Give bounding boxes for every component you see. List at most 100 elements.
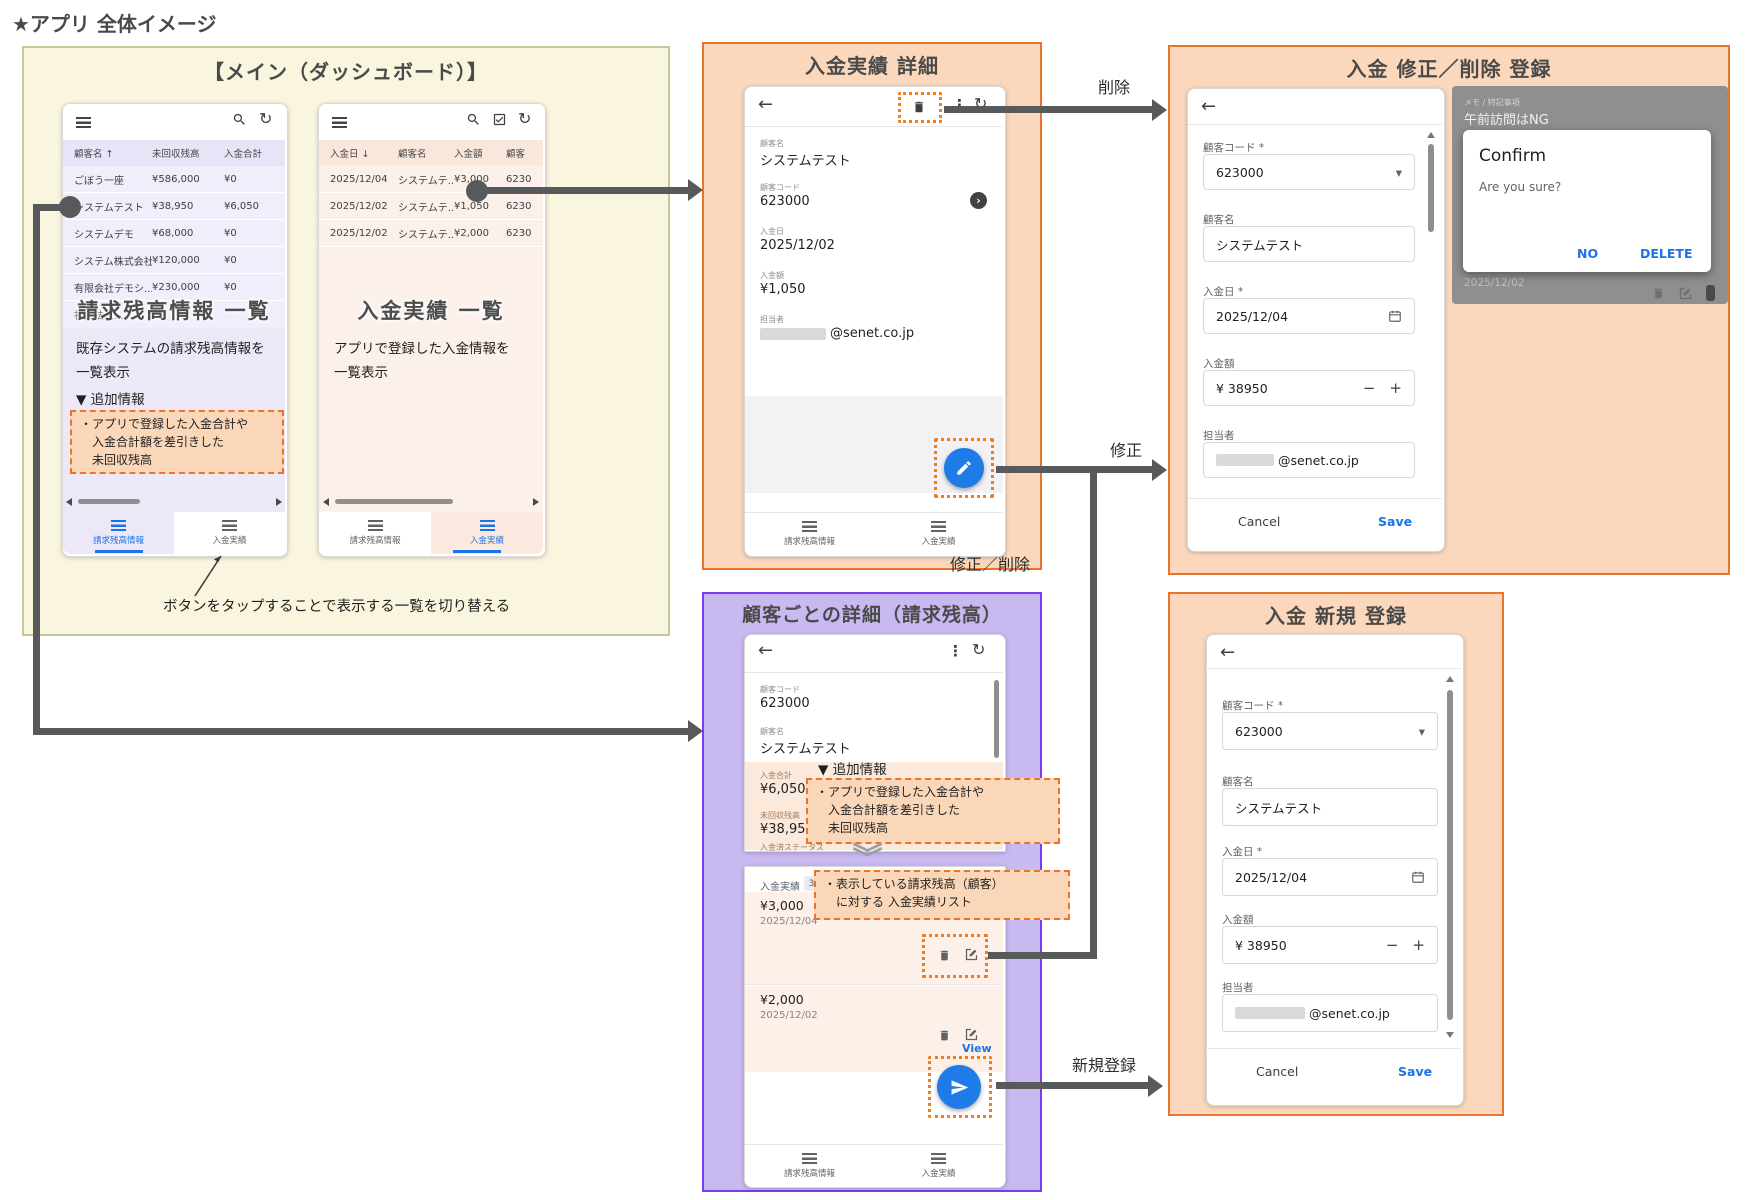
refresh-icon[interactable]: ↻ xyxy=(259,109,273,128)
calendar-icon[interactable] xyxy=(1411,870,1425,884)
minus-icon[interactable]: − xyxy=(1362,379,1376,397)
tab-payments[interactable]: 入金実績 xyxy=(874,1145,1003,1187)
col-outstanding[interactable]: 未回収残高 xyxy=(152,149,200,160)
scroll-down-icon[interactable] xyxy=(1446,1032,1454,1038)
edit-icon[interactable] xyxy=(964,947,979,962)
refresh-icon[interactable]: ↻ xyxy=(518,109,532,128)
table-row[interactable]: 2025/12/02 システムテ... ¥1,050 6230 xyxy=(319,193,543,220)
flow-line xyxy=(33,728,690,735)
scroll-up-icon[interactable] xyxy=(1427,132,1435,138)
tab-balance[interactable]: 請求残高情報 xyxy=(745,513,874,555)
tab-payments[interactable]: 入金実績 xyxy=(174,512,285,554)
payment-date-field[interactable]: 2025/12/04 xyxy=(1203,298,1415,334)
tab-balance[interactable]: 請求残高情報 xyxy=(319,512,431,554)
dashboard-title: 【メイン（ダッシュボード）】 xyxy=(204,60,488,84)
edit-fab[interactable] xyxy=(944,448,984,488)
table-row[interactable]: 2025/12/02 システムテ... ¥2,000 6230 xyxy=(319,220,543,247)
field-value: システムテスト xyxy=(1235,800,1323,816)
tab-balance-active[interactable]: 請求残高情報 xyxy=(63,512,174,554)
view-link[interactable]: View xyxy=(962,1042,992,1055)
refresh-icon[interactable]: ↻ xyxy=(972,640,986,659)
tab-balance[interactable]: 請求残高情報 xyxy=(745,1145,874,1187)
send-fab[interactable] xyxy=(937,1065,981,1109)
save-button[interactable]: Save xyxy=(1398,1064,1433,1079)
search-icon[interactable] xyxy=(466,112,481,127)
v-scrollbar[interactable] xyxy=(994,680,999,758)
edit-icon[interactable] xyxy=(1678,286,1693,301)
scroll-left-icon[interactable] xyxy=(66,498,72,506)
delete-icon[interactable] xyxy=(938,948,951,963)
balance-more-label[interactable]: ▼ 追加情報 xyxy=(76,392,145,408)
delete-icon[interactable] xyxy=(938,1028,951,1043)
chevron-circle-icon[interactable]: › xyxy=(970,192,987,209)
delete-icon[interactable] xyxy=(912,99,926,115)
scroll-up-icon[interactable] xyxy=(1446,676,1454,682)
col-customer[interactable]: 顧客名 xyxy=(398,149,427,160)
table-row[interactable]: ごぼう一座 ¥586,000 ¥0 xyxy=(63,166,285,193)
field-label: 担当者 xyxy=(760,315,784,324)
minus-icon[interactable]: − xyxy=(1385,936,1399,954)
payment-description: アプリで登録した入金情報を 一覧表示 xyxy=(334,341,510,381)
table-row[interactable]: システムテスト ¥38,950 ¥6,050 xyxy=(63,193,285,220)
scroll-left-icon[interactable] xyxy=(323,498,329,506)
more-icon[interactable]: ⋮ xyxy=(948,642,963,660)
form-label: 顧客コード * xyxy=(1203,142,1265,154)
table-row[interactable]: システムデモ ¥68,000 ¥0 xyxy=(63,220,285,247)
scroll-right-icon[interactable] xyxy=(533,498,539,506)
plus-icon[interactable]: + xyxy=(1412,936,1425,954)
checkbox-icon[interactable] xyxy=(492,112,507,127)
edit-icon[interactable] xyxy=(964,1027,979,1042)
payment-date-field[interactable]: 2025/12/04 xyxy=(1222,858,1438,896)
col-paid-total[interactable]: 入金合計 xyxy=(224,149,263,160)
col-date[interactable]: 入金日 ↓ xyxy=(330,149,370,160)
balance-overlay-title: 請求残高情報 一覧 xyxy=(77,299,271,323)
staff-field[interactable]: @senet.co.jp xyxy=(1222,994,1438,1032)
form-label: 担当者 xyxy=(1222,982,1254,994)
table-row[interactable]: 有限会社デモシ... ¥230,000 ¥0 xyxy=(63,274,285,301)
customer-code-select[interactable]: 623000 ▾ xyxy=(1203,154,1415,190)
customer-more-label[interactable]: ▼ 追加情報 xyxy=(818,762,887,778)
filter-list-icon[interactable] xyxy=(332,117,347,128)
search-icon[interactable] xyxy=(232,112,247,127)
amount-stepper[interactable]: ¥ 38950 − + xyxy=(1222,926,1438,964)
save-button[interactable]: Save xyxy=(1378,514,1413,529)
plus-icon[interactable]: + xyxy=(1389,379,1402,397)
confirm-no-button[interactable]: NO xyxy=(1577,246,1599,261)
field-value: 623000 xyxy=(760,194,810,209)
table-row[interactable]: 社団法人... xyxy=(74,311,124,322)
h-scrollbar[interactable] xyxy=(335,499,453,504)
cancel-button[interactable]: Cancel xyxy=(1238,514,1281,529)
v-scrollbar[interactable] xyxy=(1428,144,1434,232)
cancel-button[interactable]: Cancel xyxy=(1256,1064,1299,1079)
confirm-delete-button[interactable]: DELETE xyxy=(1640,246,1693,261)
calendar-icon[interactable] xyxy=(1388,309,1402,323)
col-customer[interactable]: 顧客名 ↑ xyxy=(74,149,114,160)
filter-list-icon[interactable] xyxy=(76,117,91,128)
table-row[interactable]: システム株式会社 ¥120,000 ¥0 xyxy=(63,247,285,274)
customer-code-select[interactable]: 623000 ▾ xyxy=(1222,712,1438,750)
back-icon[interactable]: ← xyxy=(758,94,774,115)
send-fab-highlight-box xyxy=(928,1056,992,1118)
flow-line xyxy=(996,466,1154,473)
v-scrollbar[interactable] xyxy=(1447,690,1453,1020)
scroll-right-icon[interactable] xyxy=(276,498,282,506)
staff-field[interactable]: @senet.co.jp xyxy=(1203,442,1415,478)
tab-payments[interactable]: 入金実績 xyxy=(874,513,1003,555)
col-code[interactable]: 顧客 xyxy=(506,149,526,160)
customer-name-field[interactable]: システムテスト xyxy=(1203,226,1415,262)
tab-payments-active[interactable]: 入金実績 xyxy=(431,512,543,554)
back-icon[interactable]: ← xyxy=(1201,96,1217,117)
table-row[interactable]: 2025/12/04 システムテ... ¥3,000 6230 xyxy=(319,166,543,193)
back-icon[interactable]: ← xyxy=(1220,642,1236,663)
h-scrollbar[interactable] xyxy=(78,499,140,504)
amount-stepper[interactable]: ¥ 38950 − + xyxy=(1203,370,1415,406)
email-domain: @senet.co.jp xyxy=(1278,452,1359,468)
delete-icon[interactable] xyxy=(1652,286,1665,301)
field-value: 2025/12/04 xyxy=(1216,308,1289,324)
form-label: 入金額 xyxy=(1203,358,1235,370)
customer-name-field[interactable]: システムテスト xyxy=(1222,788,1438,826)
balance-note-box: ・アプリで登録した入金合計や 入金合計額を差引きした 未回収残高 xyxy=(70,410,284,474)
tab-label: 入金実績 xyxy=(212,536,247,546)
back-icon[interactable]: ← xyxy=(758,640,774,661)
col-amount[interactable]: 入金額 xyxy=(454,149,483,160)
